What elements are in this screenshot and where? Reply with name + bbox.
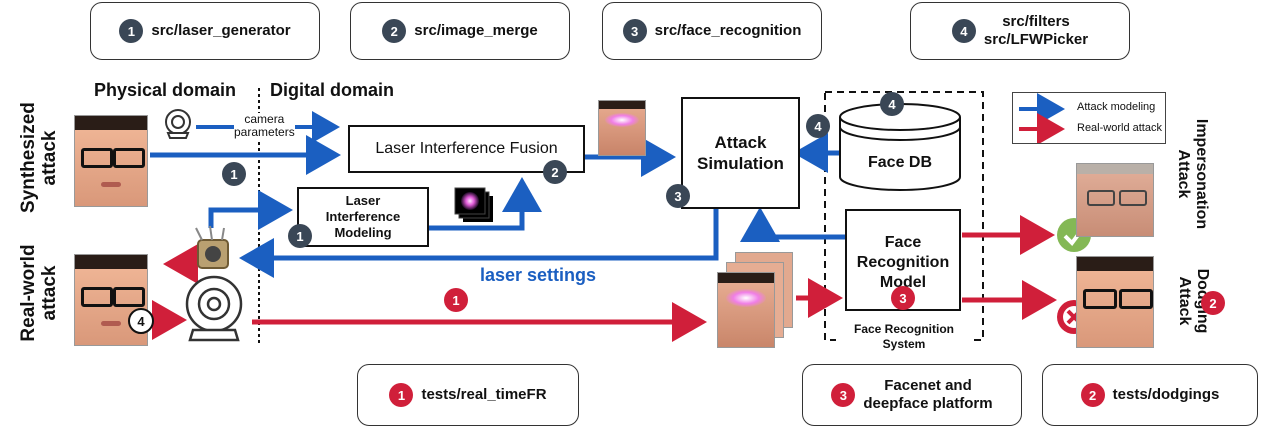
webcam-icon-large	[185, 275, 243, 342]
arrow-laser-to-modeling	[208, 190, 293, 230]
code-box-laser-generator: 1 src/laser_generator	[90, 2, 320, 60]
physical-domain-label: Physical domain	[94, 80, 237, 100]
step-badge: 1	[119, 19, 144, 43]
step-marker: 3	[666, 184, 690, 208]
face-photo-synth	[74, 115, 148, 207]
step-marker: 2	[1201, 291, 1225, 315]
code-path: tests/real_timeFR	[421, 386, 547, 403]
code-box-image-merge: 2 src/image_merge	[350, 2, 570, 60]
code-path: src/image_merge	[414, 22, 538, 39]
face-photo-fused	[598, 100, 646, 156]
code-box-real-time-fr: 1 tests/real_timeFR	[357, 364, 579, 426]
step-marker: 4	[806, 114, 830, 138]
code-path: src/laser_generator	[151, 22, 291, 39]
legend: Attack modeling Real-world attack	[1012, 92, 1166, 144]
digital-domain-label: Digital domain	[270, 80, 395, 100]
laser-diode-icon	[195, 225, 229, 269]
step-marker: 4	[128, 308, 154, 334]
legend-attack-modeling: Attack modeling	[1077, 101, 1156, 113]
step-marker: 1	[288, 224, 312, 248]
arrow-sim-to-laser	[239, 207, 719, 278]
step-badge: 3	[831, 383, 856, 407]
legend-real-world-attack: Real-world attack	[1077, 122, 1162, 134]
webcam-icon-small	[165, 109, 191, 139]
step-badge: 2	[1080, 383, 1105, 407]
code-box-face-recognition: 3 src/face_recognition	[602, 2, 822, 60]
step-marker: 1	[444, 288, 468, 312]
step-marker: 2	[543, 160, 567, 184]
step-marker: 3	[891, 286, 915, 310]
step-marker: 1	[222, 162, 246, 186]
code-path: src/face_recognition	[654, 22, 802, 39]
face-photo-impersonation	[1076, 163, 1154, 237]
step-badge: 4	[951, 19, 976, 43]
step-marker: 4	[880, 92, 904, 116]
face-db-label: Face DB	[868, 154, 933, 171]
arrow-model-to-sim	[740, 207, 848, 242]
laser-pattern-stack	[454, 187, 493, 222]
arrow-modeling-to-fusion	[425, 177, 542, 231]
step-badge: 1	[389, 383, 414, 407]
face-photo-stack-front	[717, 272, 775, 348]
step-badge: 3	[622, 19, 647, 43]
laser-settings-label: laser settings	[480, 265, 597, 285]
face-db-cylinder	[839, 103, 961, 191]
step-badge: 2	[382, 19, 407, 43]
code-path: tests/dodgings	[1112, 386, 1220, 403]
face-photo-dodging	[1076, 256, 1154, 348]
